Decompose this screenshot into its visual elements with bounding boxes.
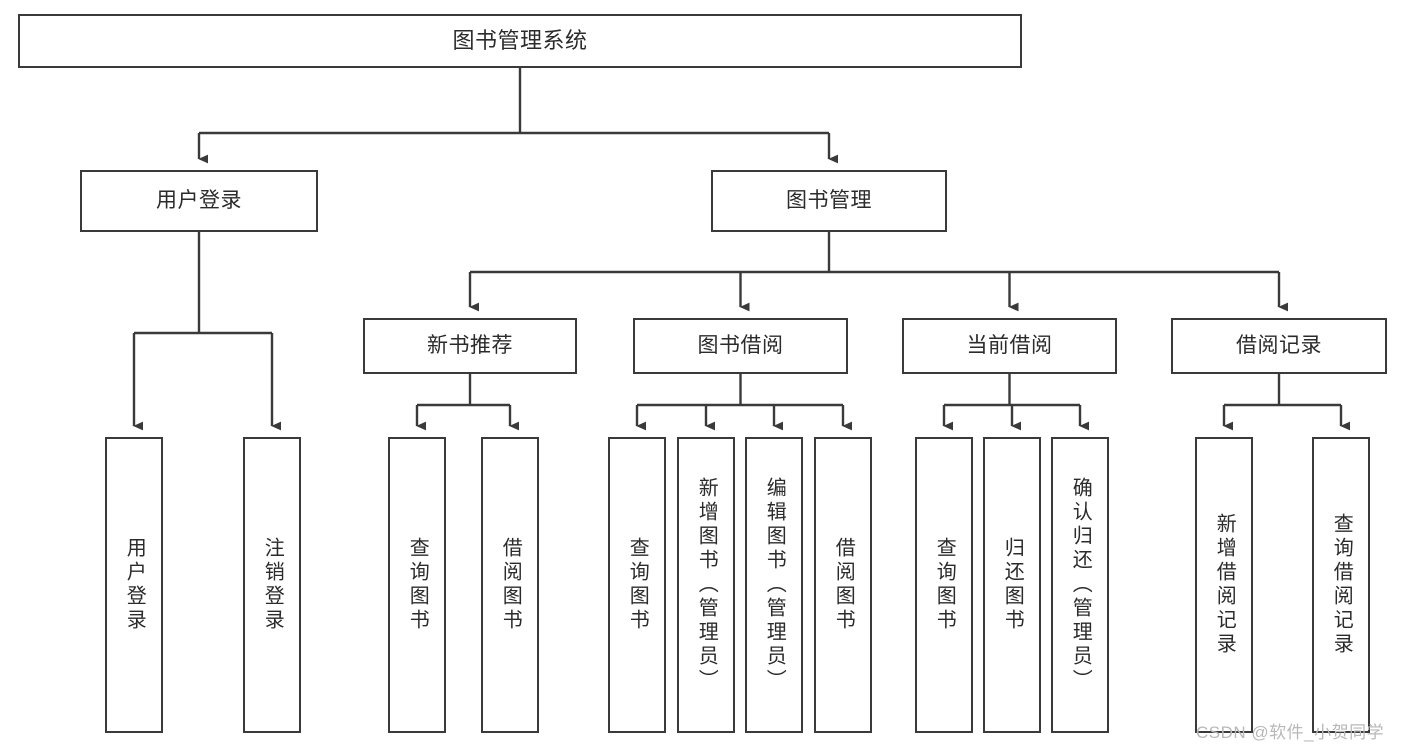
node-leaf-br-query[interactable]: 查询借阅记录: [1312, 437, 1370, 733]
node-label: 图书管理: [786, 189, 872, 213]
node-label: 新书推荐: [427, 334, 513, 358]
node-leaf-cb-return[interactable]: 归还图书: [983, 437, 1041, 733]
node-new-book-rec[interactable]: 新书推荐: [363, 318, 577, 374]
node-book-borrow[interactable]: 图书借阅: [633, 318, 848, 374]
node-leaf-rec-query[interactable]: 查询图书: [388, 437, 446, 733]
node-label: 查询图书: [933, 537, 956, 633]
node-leaf-rec-borrow[interactable]: 借阅图书: [481, 437, 539, 733]
node-leaf-bb-borrow[interactable]: 借阅图书: [814, 437, 872, 733]
node-leaf-cb-query[interactable]: 查询图书: [915, 437, 973, 733]
node-label: 用户登录: [123, 537, 146, 633]
node-root[interactable]: 图书管理系统: [18, 14, 1022, 68]
node-label: 注销登录: [261, 537, 284, 633]
connector-lines: [132, 68, 1351, 431]
node-leaf-bb-query[interactable]: 查询图书: [608, 437, 666, 733]
node-label: 归还图书: [1001, 537, 1024, 633]
node-label: 编辑图书（管理员）: [763, 477, 786, 693]
node-label: 借阅图书: [499, 537, 522, 633]
node-label: 图书管理系统: [452, 27, 588, 53]
node-user-login[interactable]: 用户登录: [80, 170, 318, 232]
node-current-borrow[interactable]: 当前借阅: [902, 318, 1117, 374]
node-leaf-bb-edit[interactable]: 编辑图书（管理员）: [745, 437, 803, 733]
node-leaf-cb-confirm[interactable]: 确认归还（管理员）: [1051, 437, 1109, 733]
node-label: 当前借阅: [966, 334, 1053, 358]
node-borrow-record[interactable]: 借阅记录: [1171, 318, 1387, 374]
node-leaf-user-login[interactable]: 用户登录: [105, 437, 163, 733]
node-leaf-br-add[interactable]: 新增借阅记录: [1195, 437, 1253, 733]
node-label: 用户登录: [156, 189, 242, 213]
node-label: 查询图书: [406, 537, 429, 633]
node-label: 确认归还（管理员）: [1069, 477, 1092, 693]
node-label: 借阅图书: [832, 537, 855, 633]
node-label: 查询图书: [626, 537, 649, 633]
node-label: 图书借阅: [697, 334, 784, 358]
node-label: 新增借阅记录: [1213, 513, 1236, 657]
node-leaf-user-logout[interactable]: 注销登录: [243, 437, 301, 733]
node-label: 查询借阅记录: [1330, 513, 1353, 657]
node-leaf-bb-add[interactable]: 新增图书（管理员）: [677, 437, 735, 733]
node-label: 新增图书（管理员）: [695, 477, 718, 693]
node-book-manage[interactable]: 图书管理: [711, 170, 947, 232]
node-label: 借阅记录: [1236, 334, 1322, 358]
